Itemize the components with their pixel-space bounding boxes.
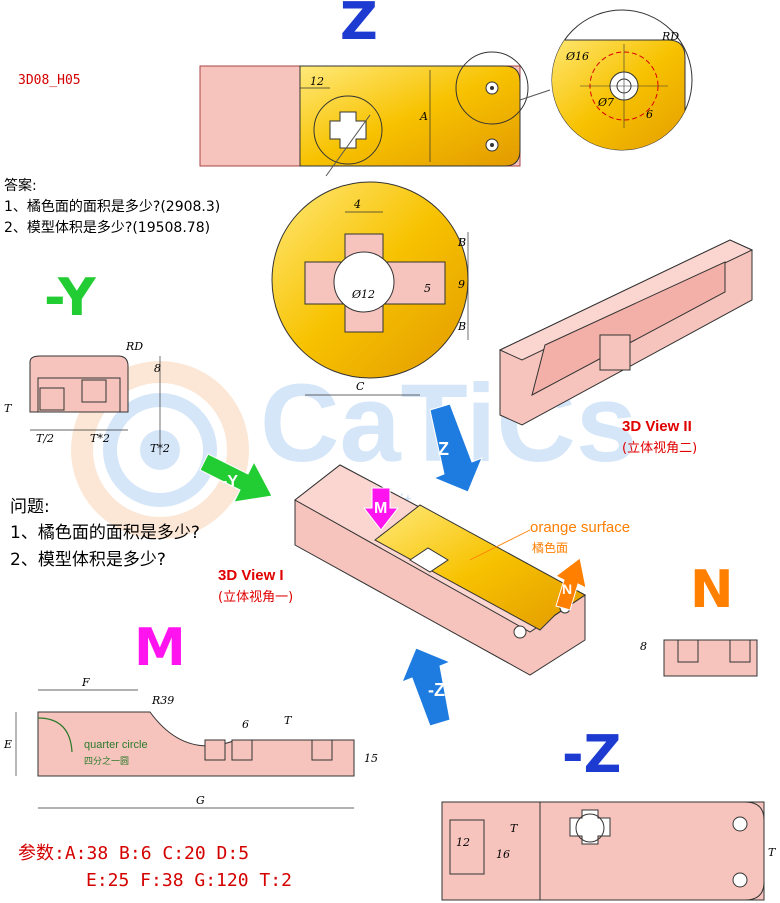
arrow-z-top-label: Z — [438, 439, 449, 459]
dim-t-negz1: T — [510, 822, 519, 835]
dim-t-y: T — [4, 402, 13, 415]
dim-t-negz2: T — [768, 846, 777, 859]
dim-rd-top: RD — [661, 30, 679, 43]
3d-view-2 — [498, 239, 754, 426]
view-1-label: 3D View I — [218, 567, 284, 584]
neg-y-view: RD 8 T T/2 T*2 T*2 — [4, 340, 170, 455]
arrow-z-bottom-label: -Z — [428, 680, 445, 700]
answer-1: 1、橘色面的面积是多少?(2908.3) — [4, 199, 221, 215]
neg-z-view: 12 16 T T — [441, 801, 777, 901]
dim-6-m: 6 — [242, 718, 249, 731]
dim-b2: B — [457, 320, 466, 333]
answers-heading: 答案: — [4, 178, 37, 194]
dim-r39: R39 — [151, 694, 174, 707]
quarter-circle-label-zh: 四分之一圆 — [84, 755, 129, 766]
dim-phi7: Ø7 — [597, 96, 614, 109]
view-label-m: M — [134, 618, 186, 678]
dim-12-z: 12 — [310, 75, 324, 88]
arrow-z-bottom: -Z — [401, 647, 452, 727]
dim-6: 6 — [646, 108, 653, 121]
view-label-neg-z: -Z — [562, 725, 622, 785]
dim-tx2-v: T*2 — [150, 442, 170, 455]
3d-view-1 — [294, 464, 586, 676]
arrow-n: N — [555, 557, 587, 611]
questions-heading: 问题: — [10, 497, 50, 517]
arrow-neg-y: -Y — [199, 453, 273, 503]
z-view: 12 A — [199, 51, 551, 177]
quarter-circle-label: quarter circle — [84, 739, 148, 751]
view-2-label: 3D View II — [622, 418, 692, 435]
dim-15: 15 — [364, 752, 378, 765]
dim-tx2: T*2 — [90, 432, 110, 445]
params-label: 参数: — [18, 843, 65, 864]
view-label-z: Z — [340, 0, 378, 52]
arrow-z-top: Z — [429, 403, 483, 493]
view-1-label-zh: (立体视角一) — [218, 590, 294, 605]
arrow-n-label: N — [562, 581, 572, 597]
arrow-neg-y-label: -Y — [222, 473, 238, 490]
detail-hole: Ø16 Ø7 6 RD — [551, 9, 693, 151]
n-view: 8 — [640, 639, 758, 677]
dim-4: 4 — [353, 198, 361, 211]
dim-rd-y: RD — [125, 340, 143, 353]
dim-8-n: 8 — [640, 640, 647, 653]
dim-e: E — [3, 738, 12, 751]
dim-12-negz: 12 — [456, 836, 470, 849]
question-1: 1、橘色面的面积是多少? — [10, 523, 200, 543]
view-label-n: N — [690, 560, 734, 620]
orange-surface-label: orange surface — [530, 519, 631, 536]
m-view: F R39 6 T E 15 G quarter circle 四分之一圆 — [3, 676, 378, 809]
dim-a: A — [419, 110, 428, 123]
dim-f: F — [81, 676, 90, 689]
dim-9: 9 — [458, 278, 465, 291]
dim-c: C — [356, 380, 365, 393]
question-2: 2、模型体积是多少? — [10, 550, 166, 570]
arrow-m-label: M — [374, 500, 387, 517]
orange-surface-label-zh: 橘色面 — [532, 541, 569, 555]
answer-2: 2、模型体积是多少?(19508.78) — [4, 220, 211, 236]
params: 参数:A:38 B:6 C:20 D:5 E:25 F:38 G:120 T:2 — [18, 840, 292, 894]
dim-t-m: T — [284, 714, 293, 727]
view-label-neg-y: -Y — [44, 268, 96, 328]
dim-t2: T/2 — [36, 432, 54, 445]
detail-keyhole: 4 B 9 5 B Ø12 C — [271, 181, 469, 396]
dim-phi16: Ø16 — [565, 50, 589, 63]
dim-b1: B — [457, 236, 466, 249]
dim-phi12: Ø12 — [351, 288, 375, 301]
params-line-1: A:38 B:6 C:20 D:5 — [64, 843, 250, 864]
dim-5: 5 — [424, 282, 431, 295]
view-2-label-zh: (立体视角二) — [622, 441, 698, 456]
arrow-m: M — [362, 487, 400, 531]
dim-16: 16 — [496, 848, 510, 861]
drawing-code: 3D08_H05 — [18, 73, 81, 88]
dim-8-y: 8 — [154, 362, 161, 375]
params-line-2: E:25 F:38 G:120 T:2 — [86, 870, 292, 891]
dim-g: G — [196, 794, 205, 807]
